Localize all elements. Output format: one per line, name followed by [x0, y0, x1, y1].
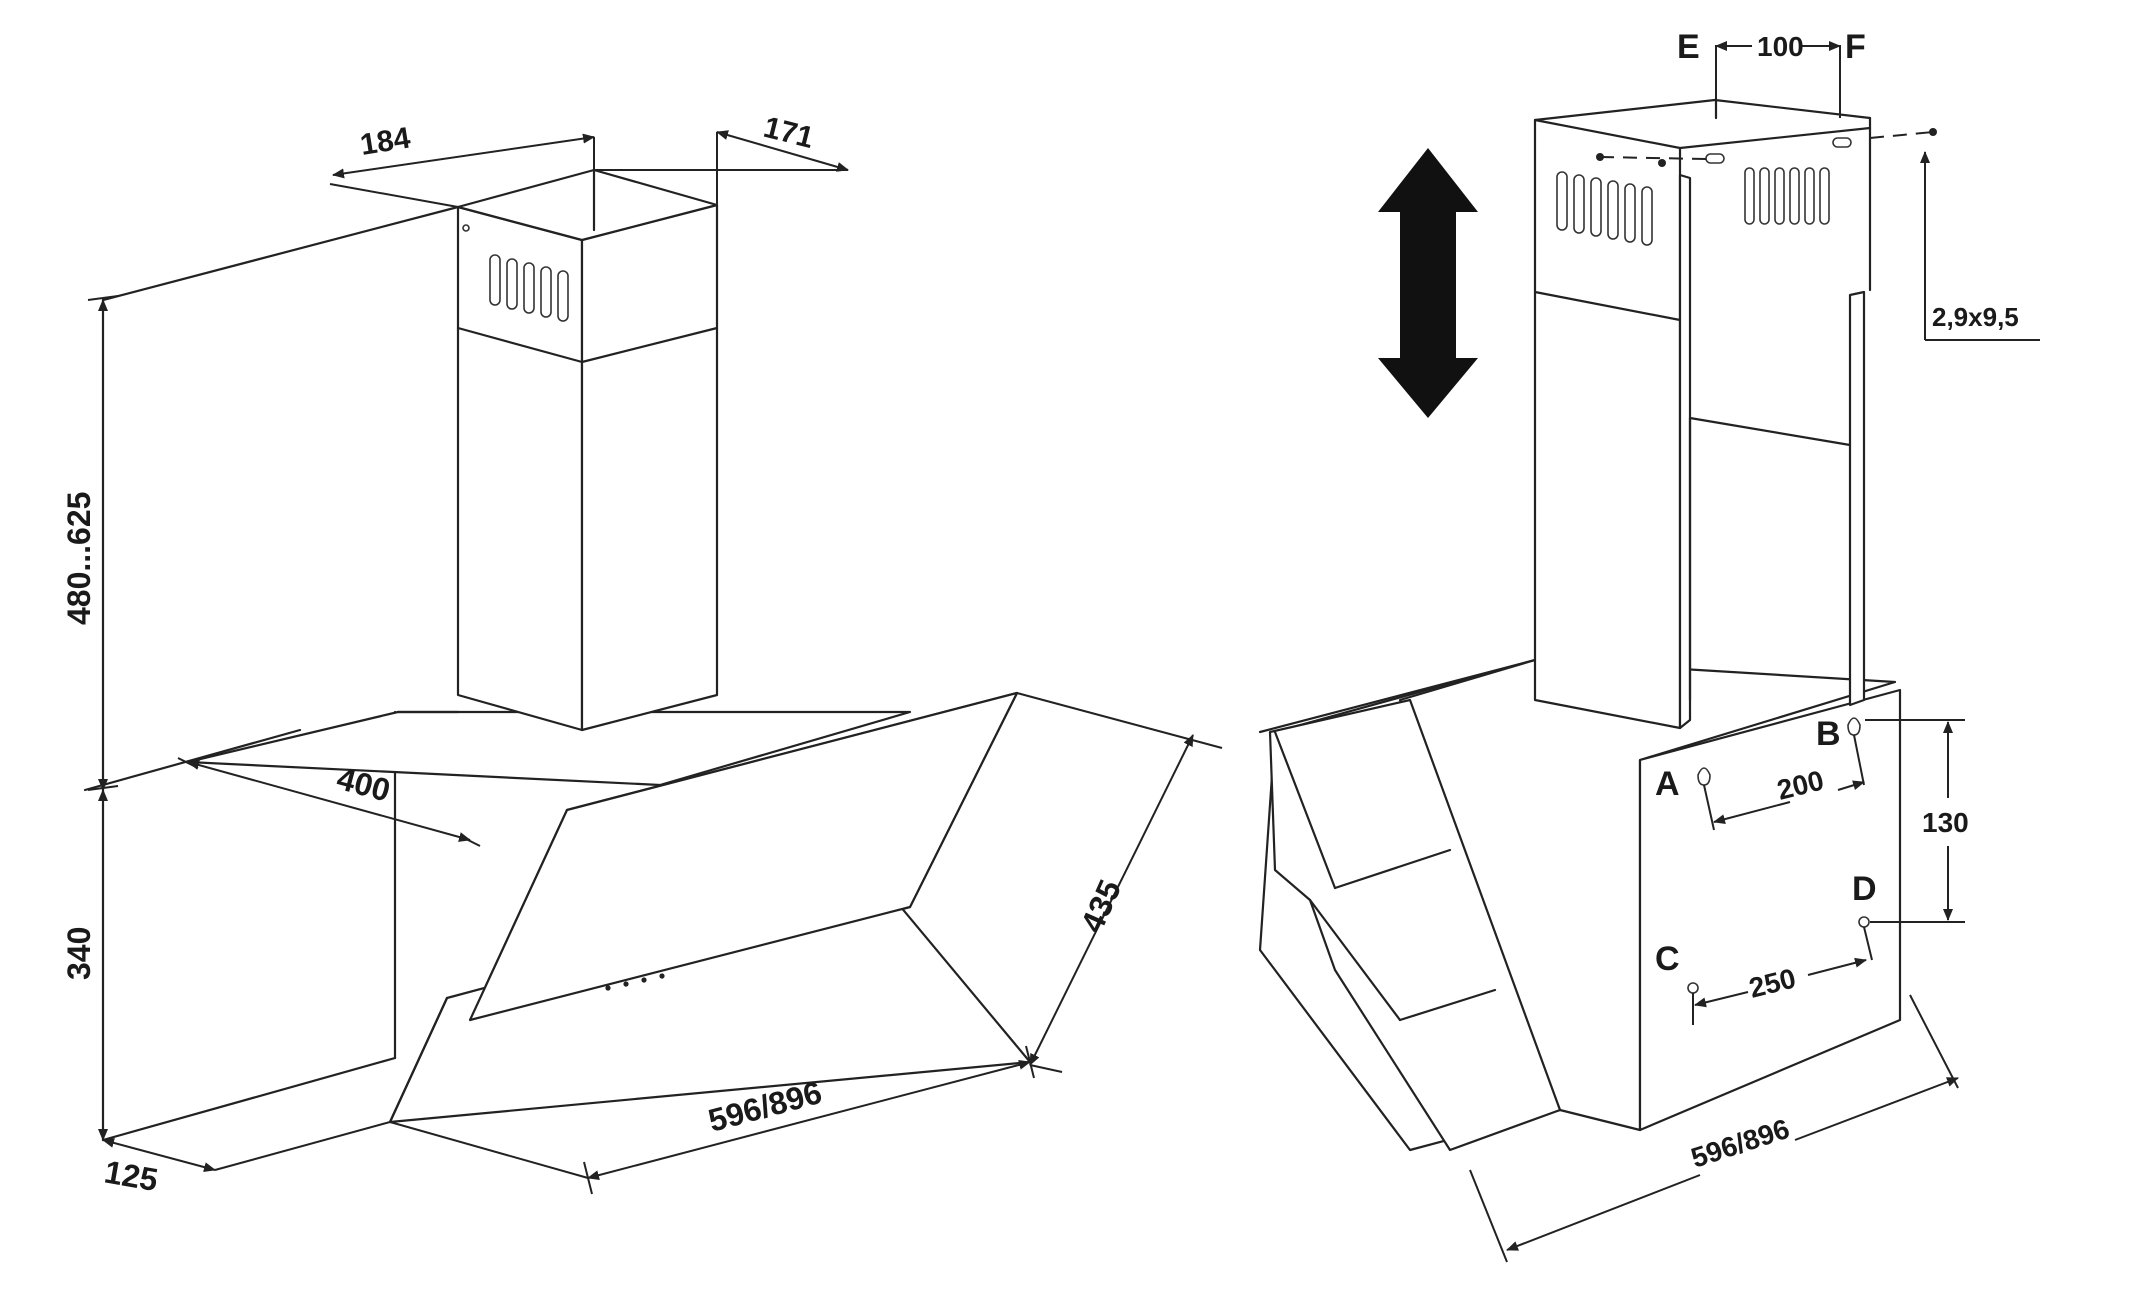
chimney	[456, 168, 719, 732]
dim-125-label: 125	[102, 1153, 161, 1198]
control-buttons	[605, 973, 665, 991]
right-hood-assembly: A B C D E F 100 2,9x9,5 200	[1258, 28, 2040, 1263]
dim-screw-size: 2,9x9,5	[1920, 151, 2040, 341]
dim-2-9x9-5-label: 2,9x9,5	[1932, 302, 2019, 332]
telescopic-chimney	[1533, 98, 1937, 730]
dim-100-label: 100	[1757, 31, 1804, 62]
double-arrow-vertical-icon	[1378, 148, 1478, 418]
dim-glass-height: 435	[1016, 692, 1223, 1073]
keyhole-a-icon	[1697, 767, 1711, 786]
glass-panel	[388, 691, 1032, 1124]
vent-slots-back	[1744, 167, 1830, 225]
dim-171-label: 171	[760, 111, 817, 155]
dim-130-label: 130	[1922, 807, 1969, 838]
dim-hole-vertical: 130	[1865, 719, 1969, 923]
left-hood-assembly: 184 171 480...625 340 400	[61, 111, 1223, 1198]
dim-184-label: 184	[358, 121, 413, 161]
vent-slots-front	[1556, 171, 1653, 246]
dim-340-label: 340	[61, 927, 97, 980]
point-f-label: F	[1845, 28, 1866, 66]
dim-bottom-depth: 125	[102, 1121, 391, 1198]
dim-height-range: 480...625	[61, 295, 119, 791]
point-a-label: A	[1655, 765, 1680, 803]
dim-596-896-right-label: 596/896	[1687, 1113, 1793, 1174]
point-d-label: D	[1852, 870, 1877, 908]
keyhole-b-icon	[1847, 717, 1861, 736]
point-e-label: E	[1677, 28, 1700, 66]
point-b-label: B	[1816, 715, 1841, 753]
dim-body-height: 340	[61, 789, 108, 1141]
point-c-label: C	[1655, 940, 1680, 978]
hood-body	[1258, 658, 1902, 1152]
dim-chimney-depth: 184	[329, 121, 595, 208]
vent-slots	[489, 254, 569, 322]
wall-outline	[83, 205, 460, 1142]
dim-480-625-label: 480...625	[61, 492, 97, 625]
dim-bracket-spacing: 100	[1715, 31, 1841, 118]
